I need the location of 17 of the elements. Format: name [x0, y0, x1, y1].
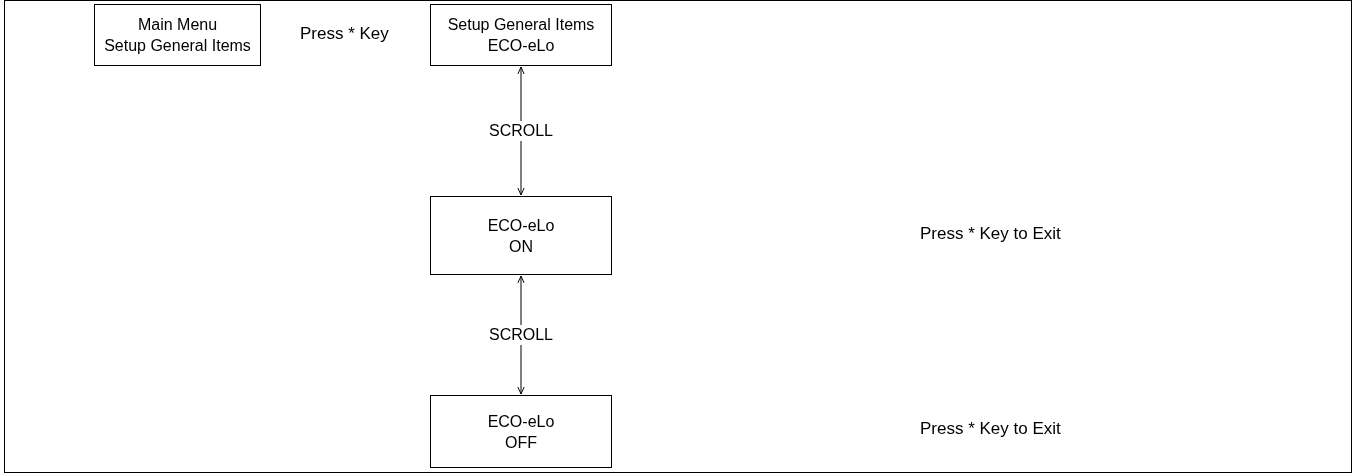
instruction-text: Press * Key to Exit [920, 224, 1061, 244]
display-line: ECO-eLo [487, 215, 555, 236]
display-line: ON [509, 236, 533, 257]
instruction-text: Press * Key to Exit [920, 419, 1061, 439]
display-screen-box [430, 395, 612, 468]
display-line: Main Menu [137, 15, 218, 35]
display-line: OFF [505, 432, 537, 453]
display-screen-box [430, 196, 612, 275]
display-line: Setup General Items [104, 36, 251, 56]
display-line: Setup General Items [447, 15, 595, 35]
edge-label: SCROLL [487, 121, 555, 141]
edge-label: SCROLL [487, 325, 555, 345]
display-line: ECO-eLo [487, 36, 555, 56]
display-screen-box [94, 4, 261, 66]
display-line: ECO-eLo [487, 411, 555, 432]
instruction-text: Press * Key [300, 24, 389, 44]
display-screen-box [430, 4, 612, 66]
